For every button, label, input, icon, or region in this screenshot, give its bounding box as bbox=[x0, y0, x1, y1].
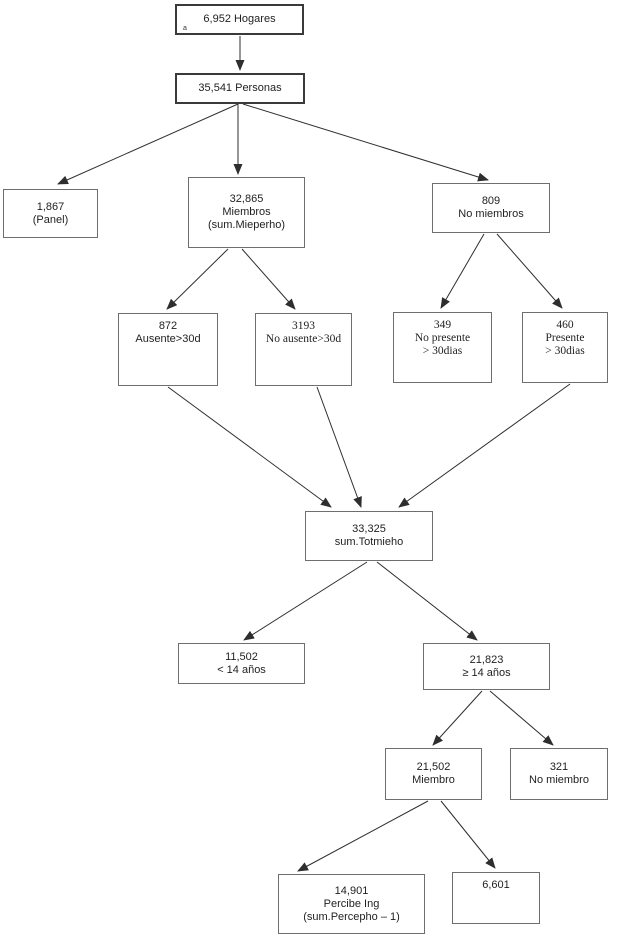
node-mayor-14-value: 21,823 bbox=[469, 653, 504, 666]
node-ausente-label: Ausente>30d bbox=[135, 333, 201, 345]
node-panel: 1,867 (Panel) bbox=[3, 189, 98, 238]
arrow-miembros-to-ausente bbox=[166, 248, 229, 310]
node-percibe-ing-formula: (sum.Percepho – 1) bbox=[303, 910, 400, 923]
arrow-presente-to-totmieho bbox=[398, 383, 571, 508]
node-miembros: 32,865 Miembros (sum.Mieperho) bbox=[188, 177, 305, 248]
node-totmieho-label: sum.Totmieho bbox=[334, 536, 404, 548]
node-personas: 35,541 Personas bbox=[175, 73, 305, 104]
node-percibe-ing-value: 14,901 bbox=[334, 884, 369, 897]
node-no-percibe-value: 6,601 bbox=[482, 879, 510, 891]
node-hogares-footnote: a bbox=[183, 25, 187, 32]
arrow-totmieho-to-menor-14 bbox=[243, 561, 368, 641]
node-ausente-value: 872 bbox=[158, 320, 178, 332]
arrow-personas-to-panel bbox=[57, 103, 239, 185]
node-percibe-ing-label: Percibe Ing bbox=[323, 897, 380, 910]
arrow-mayor-14-to-no-miembro bbox=[489, 690, 554, 746]
node-no-presente-label: No presente bbox=[414, 332, 471, 344]
arrow-no-miembros-to-presente bbox=[496, 233, 563, 309]
arrow-no-ausente-to-totmieho bbox=[316, 386, 362, 508]
node-ausente: 872 Ausente>30d bbox=[118, 313, 218, 386]
node-mayor-14: 21,823 ≥ 14 años bbox=[423, 643, 550, 690]
node-mayor-14-label: ≥ 14 años bbox=[462, 666, 511, 679]
node-hogares-label: 6,952 Hogares bbox=[203, 13, 276, 25]
arrow-personas-to-no-miembros bbox=[242, 103, 489, 182]
node-no-miembro-label: No miembro bbox=[529, 774, 589, 786]
node-no-presente: 349 No presente > 30dias bbox=[393, 312, 492, 383]
node-miembro-value: 21,502 bbox=[416, 761, 451, 773]
node-presente: 460 Presente > 30dias bbox=[522, 312, 608, 383]
node-presente-value: 460 bbox=[556, 319, 574, 331]
node-no-miembros-value: 809 bbox=[481, 195, 501, 207]
arrow-miembros-to-no-ausente bbox=[241, 248, 296, 310]
arrow-totmieho-to-mayor-14 bbox=[376, 561, 478, 641]
node-menor-14-value: 11,502 bbox=[225, 650, 258, 663]
node-miembro: 21,502 Miembro bbox=[385, 748, 482, 800]
node-no-miembro: 321 No miembro bbox=[510, 748, 608, 800]
node-miembros-label: Miembros bbox=[222, 206, 271, 218]
arrow-no-miembros-to-no-presente bbox=[440, 233, 485, 309]
node-menor-14: 11,502 < 14 años bbox=[178, 643, 305, 684]
node-personas-label: 35,541 Personas bbox=[198, 82, 282, 94]
node-no-miembro-value: 321 bbox=[549, 761, 569, 773]
node-no-miembros: 809 No miembros bbox=[432, 183, 550, 233]
node-percibe-ing: 14,901 Percibe Ing (sum.Percepho – 1) bbox=[278, 874, 425, 934]
arrow-ausente-to-totmieho bbox=[167, 386, 332, 508]
arrow-mayor-14-to-miembro bbox=[432, 690, 483, 746]
node-presente-label: Presente bbox=[545, 332, 585, 344]
node-hogares: 6,952 Hogares a bbox=[175, 4, 304, 35]
node-totmieho: 33,325 sum.Totmieho bbox=[305, 511, 433, 561]
node-presente-label2: > 30dias bbox=[545, 345, 585, 357]
arrow-miembro-to-no-percibe bbox=[440, 800, 496, 869]
node-no-ausente-label: No ausente>30d bbox=[265, 333, 342, 345]
node-no-percibe: 6,601 bbox=[452, 872, 540, 924]
node-no-presente-value: 349 bbox=[433, 319, 452, 331]
node-menor-14-label: < 14 años bbox=[217, 663, 266, 676]
node-no-ausente-value: 3193 bbox=[292, 320, 315, 332]
node-no-ausente: 3193 No ausente>30d bbox=[255, 313, 352, 386]
node-no-presente-label2: > 30dias bbox=[422, 345, 463, 357]
arrow-miembro-to-percibe-ing bbox=[297, 800, 429, 872]
node-no-miembros-label: No miembros bbox=[458, 208, 524, 220]
node-totmieho-value: 33,325 bbox=[352, 523, 386, 535]
node-miembros-value: 32,865 bbox=[229, 193, 264, 205]
node-miembros-formula: (sum.Mieperho) bbox=[207, 219, 286, 231]
node-miembro-label: Miembro bbox=[412, 774, 455, 786]
node-panel-value: 1,867 bbox=[36, 200, 65, 213]
node-panel-label: (Panel) bbox=[32, 213, 69, 226]
